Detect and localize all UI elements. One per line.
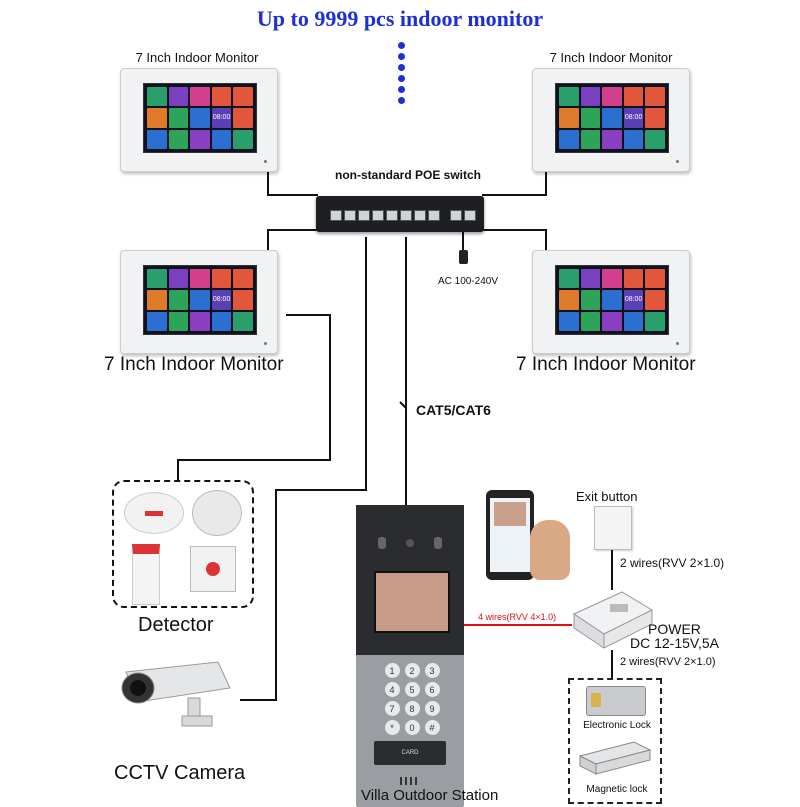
monitor-screen: 08:00 (143, 83, 257, 153)
cable-label: CAT5/CAT6 (416, 402, 491, 418)
monitor-clock: 08:00 (623, 108, 644, 128)
power-plug-icon (459, 250, 468, 264)
villa-outdoor-station: 1 2 3 4 5 6 7 8 9 * 0 # CARD (356, 505, 464, 807)
power-spec: DC 12-15V,5A (630, 635, 719, 651)
indoor-monitor: 08:00 (120, 68, 278, 172)
cctv-camera-icon (118, 658, 234, 730)
keypad-key: 9 (424, 701, 440, 716)
cable-tick (399, 401, 407, 409)
monitor-clock: 08:00 (211, 290, 232, 310)
monitor-label: 7 Inch Indoor Monitor (516, 354, 696, 375)
headline: Up to 9999 pcs indoor monitor (256, 6, 544, 31)
emergency-button-icon (190, 546, 236, 592)
exit-button-label: Exit button (576, 489, 638, 504)
keypad-key: 4 (384, 682, 400, 697)
more-dot (398, 64, 405, 71)
smoke-detector-icon (124, 492, 184, 534)
magnetic-lock-icon (578, 740, 652, 776)
cctv-label: CCTV Camera (114, 762, 246, 784)
keypad-key: 8 (404, 701, 420, 716)
monitor-label: 7 Inch Indoor Monitor (135, 50, 259, 65)
keypad-key: 0 (404, 720, 420, 735)
monitor-label: 7 Inch Indoor Monitor (549, 50, 673, 65)
more-dot (398, 75, 405, 82)
gas-detector-icon (132, 544, 160, 605)
ir-led-icon (378, 537, 386, 549)
monitor-label: 7 Inch Indoor Monitor (104, 354, 284, 375)
power-label: AC 100-240V (438, 276, 499, 287)
electronic-lock-label: Electronic Lock (583, 720, 651, 731)
camera-lens-icon (406, 539, 414, 547)
more-dot (398, 97, 405, 104)
monitor-clock: 08:00 (623, 290, 644, 310)
wire-detector (177, 314, 331, 480)
more-dot (398, 53, 405, 60)
hand-icon (530, 520, 570, 580)
speaker-icon (400, 777, 420, 785)
electronic-lock-icon (586, 686, 646, 716)
station-wires-label: 4 wires(RVV 4×1.0) (478, 612, 557, 622)
switch-label: non-standard POE switch (334, 168, 481, 182)
locks-group: Electronic Lock Magnetic lock (568, 678, 662, 804)
more-dot (398, 86, 405, 93)
poe-switch (316, 196, 484, 232)
more-dot (398, 42, 405, 49)
monitor-screen: 08:00 (555, 83, 669, 153)
keypad-key: # (424, 720, 440, 735)
magnetic-lock-label: Magnetic lock (586, 784, 648, 795)
power-supply-icon (570, 588, 654, 652)
outdoor-station-label: Villa Outdoor Station (361, 787, 499, 804)
monitor-clock: 08:00 (211, 108, 232, 128)
indoor-monitor: 08:00 (532, 250, 690, 354)
wire-mid-left-monitor (267, 229, 318, 250)
monitor-screen: 08:00 (555, 265, 669, 335)
keypad-key: 2 (404, 663, 420, 678)
keypad-key: 3 (424, 663, 440, 678)
keypad-key: 1 (384, 663, 400, 678)
keypad-key: * (384, 720, 400, 735)
wire-mid-right-monitor (482, 229, 547, 250)
detector-label: Detector (138, 614, 214, 636)
keypad-key: 5 (404, 682, 420, 697)
detector-group (112, 480, 254, 608)
keypad-key: 6 (424, 682, 440, 697)
card-reader: CARD (374, 741, 446, 765)
indoor-monitor: 08:00 (532, 68, 690, 172)
heat-detector-icon (192, 490, 242, 536)
smartphone-icon (486, 490, 534, 580)
station-screen (374, 571, 450, 633)
ir-led-icon (434, 537, 442, 549)
monitor-screen: 08:00 (143, 265, 257, 335)
keypad-key: 7 (384, 701, 400, 716)
exit-wires-label: 2 wires(RVV 2×1.0) (620, 556, 725, 570)
indoor-monitor: 08:00 (120, 250, 278, 354)
keypad: 1 2 3 4 5 6 7 8 9 * 0 # (382, 663, 442, 735)
lock-wires-label: 2 wires(RVV 2×1.0) (620, 656, 716, 668)
wire-cctv (240, 237, 367, 701)
exit-button-icon (594, 506, 632, 550)
power-title: POWER (648, 621, 701, 637)
